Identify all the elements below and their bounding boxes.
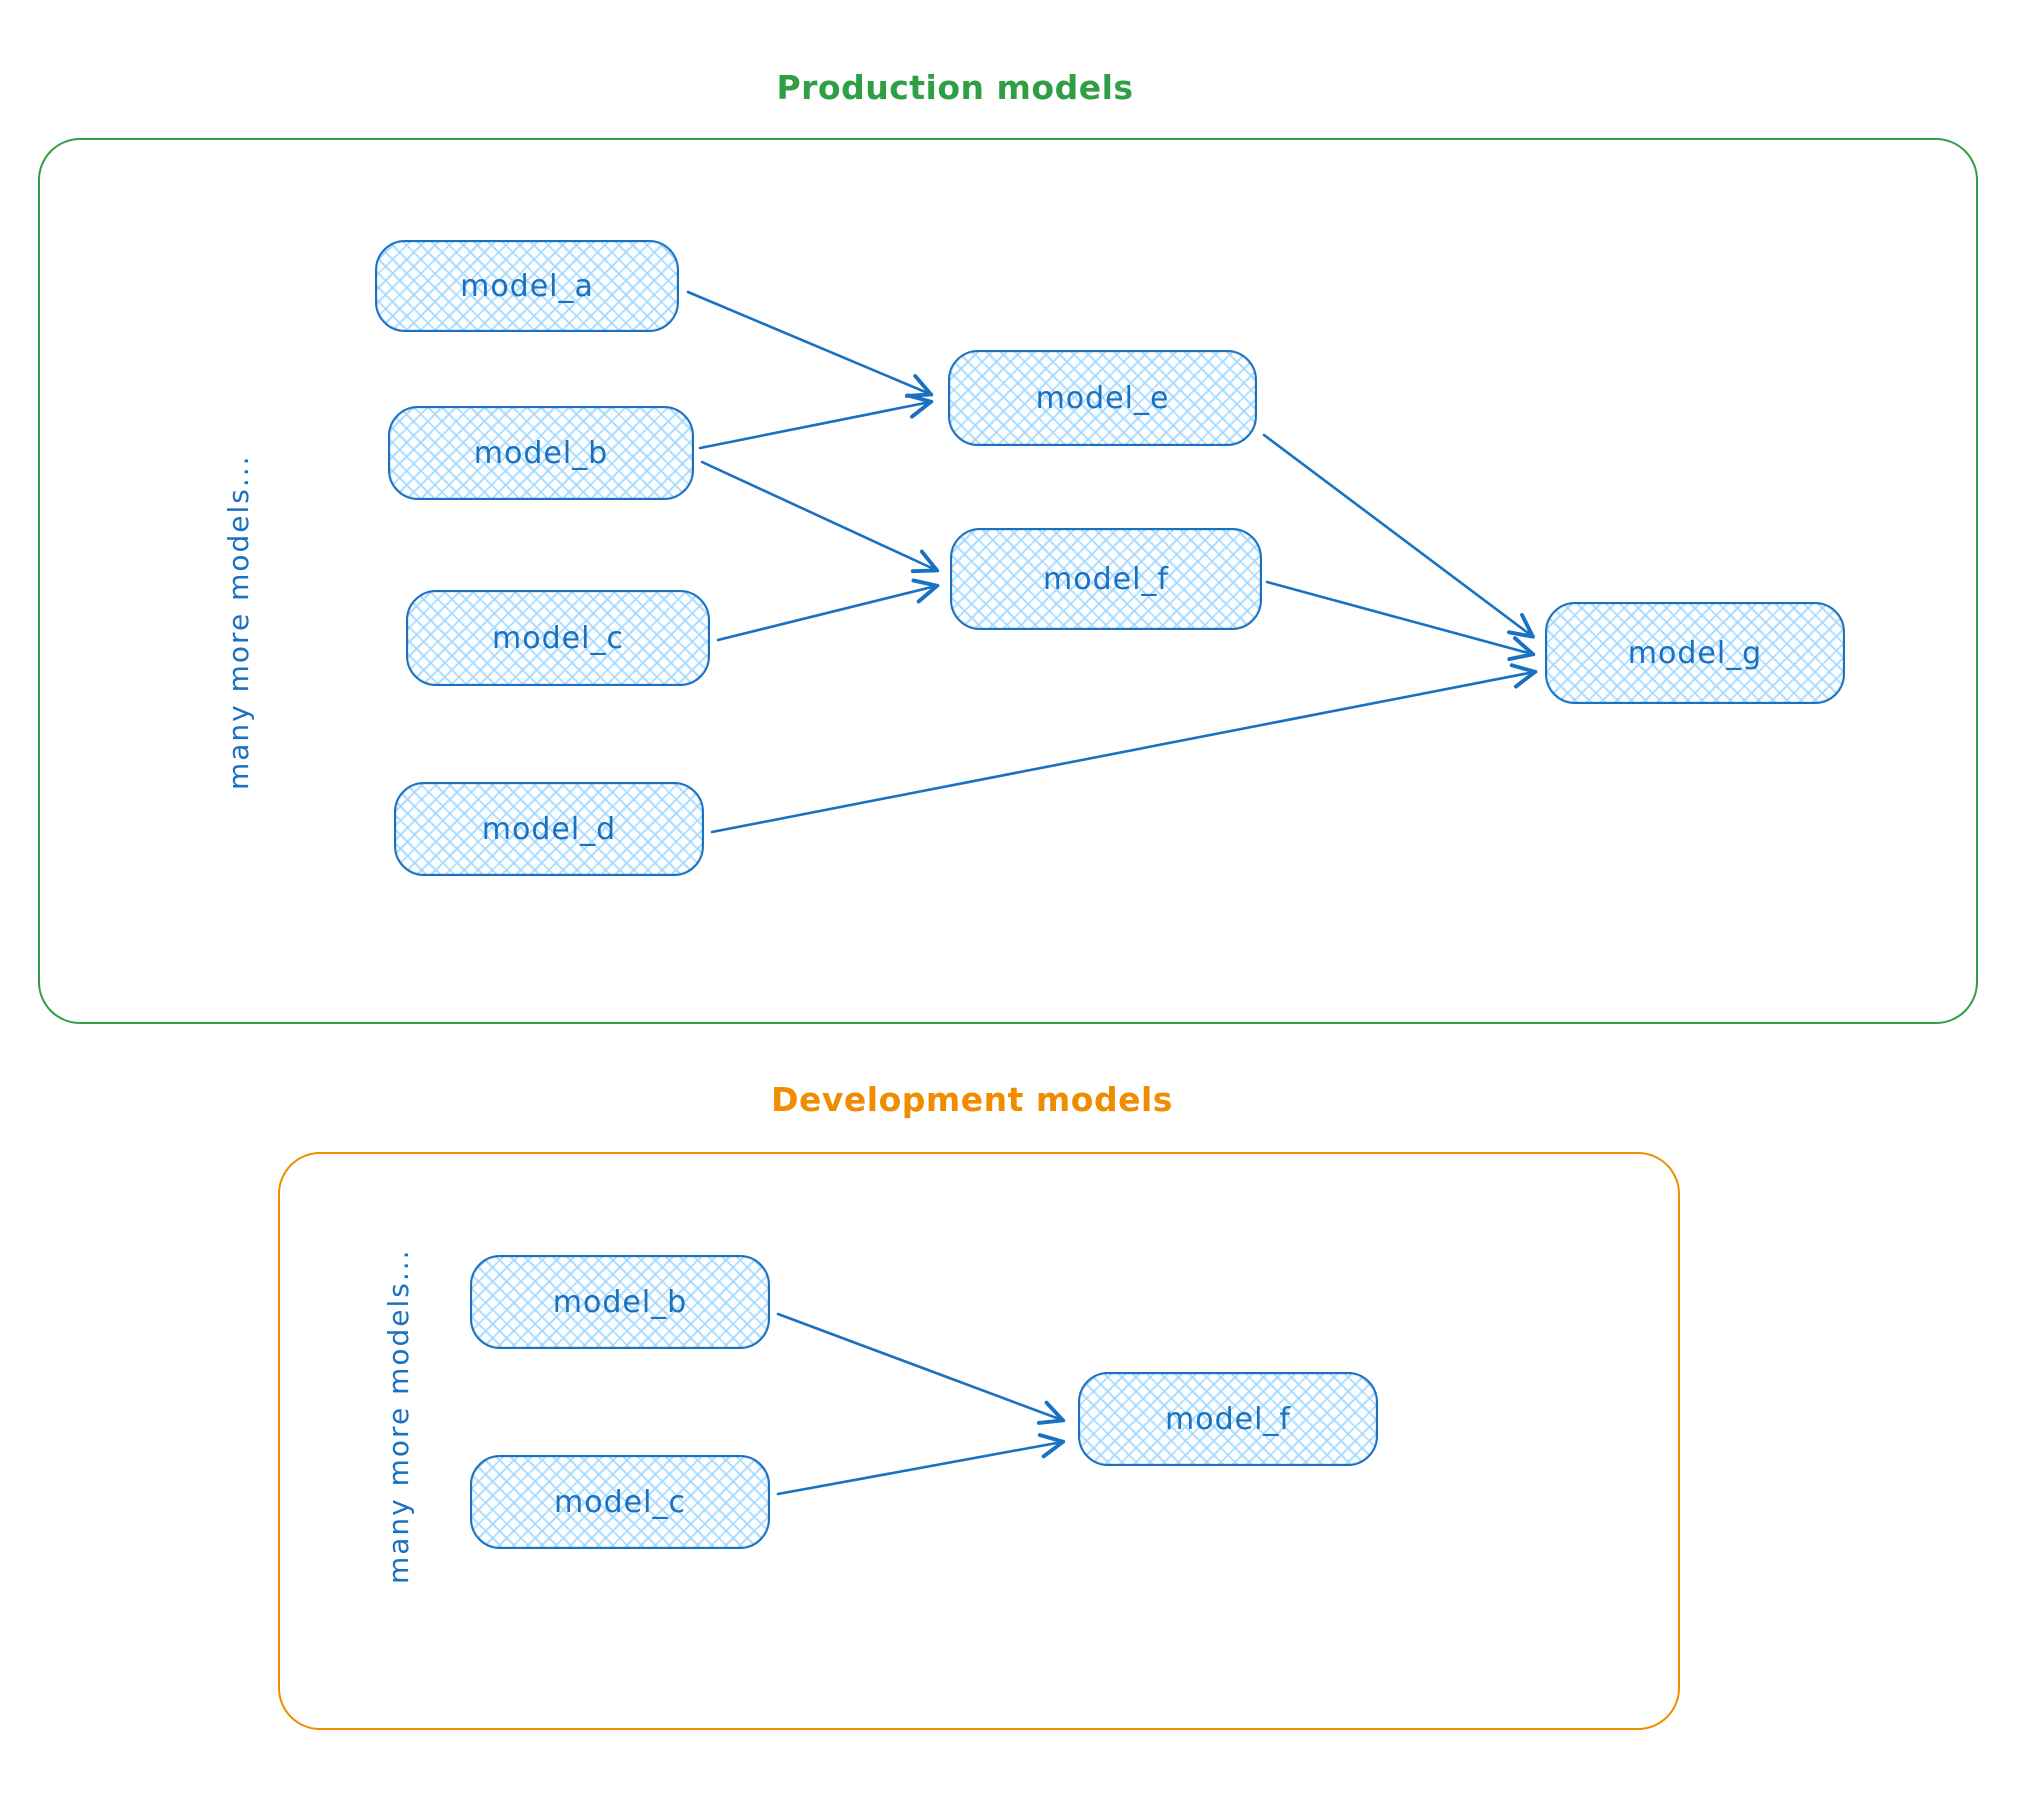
production-section-title: Production models [776,68,1134,107]
node-model-b-label: model_b [473,435,609,471]
node-model-c[interactable]: model_c [406,590,710,686]
development-section-title: Development models [771,1080,1173,1119]
node-dev-model-f-label: model_f [1165,1401,1291,1437]
node-model-e[interactable]: model_e [948,350,1257,446]
node-model-a[interactable]: model_a [375,240,679,332]
production-frame [38,138,1978,1024]
node-model-d-label: model_d [481,811,617,847]
node-dev-model-f[interactable]: model_f [1078,1372,1378,1466]
node-model-e-label: model_e [1035,380,1170,416]
production-side-label: many more models... [222,454,255,790]
node-dev-model-c[interactable]: model_c [470,1455,770,1549]
node-dev-model-c-label: model_c [554,1484,686,1520]
node-model-g[interactable]: model_g [1545,602,1845,704]
development-frame [278,1152,1680,1730]
node-model-b[interactable]: model_b [388,406,694,500]
development-side-label: many more models... [382,1248,415,1584]
node-model-c-label: model_c [492,620,624,656]
node-model-f-label: model_f [1043,561,1169,597]
node-dev-model-b[interactable]: model_b [470,1255,770,1349]
node-model-d[interactable]: model_d [394,782,704,876]
node-model-g-label: model_g [1627,635,1763,671]
node-model-f[interactable]: model_f [950,528,1262,630]
node-dev-model-b-label: model_b [552,1284,688,1320]
node-model-a-label: model_a [460,268,594,304]
